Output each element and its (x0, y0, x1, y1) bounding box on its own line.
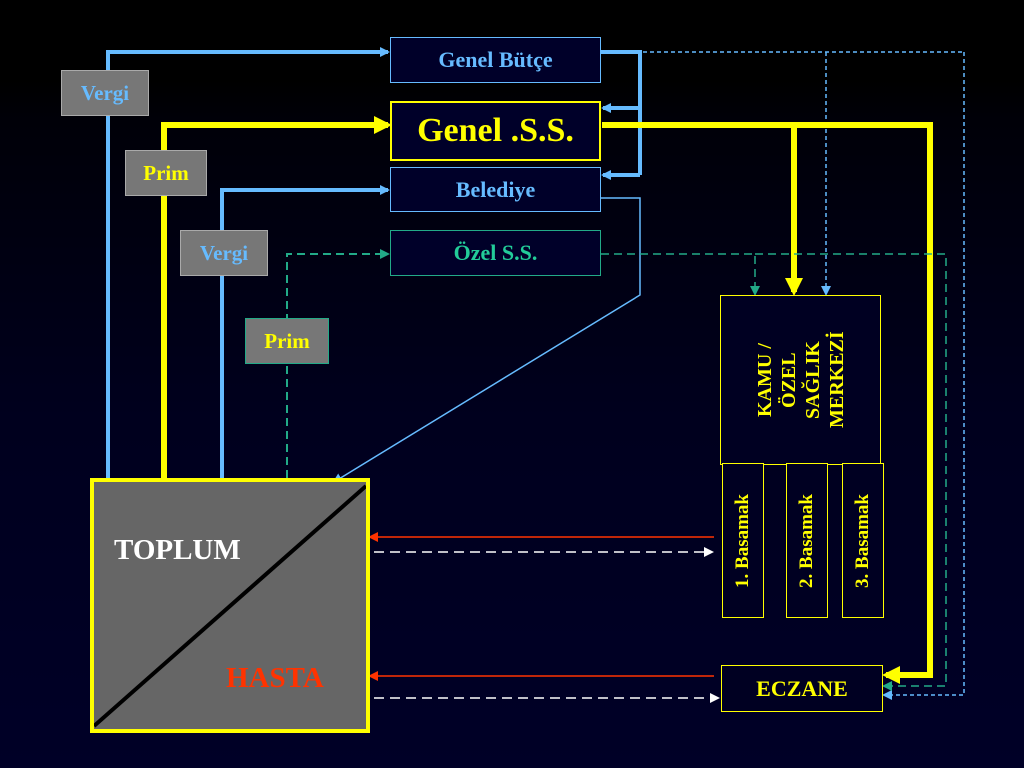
prim-tag-1-label: Prim (143, 160, 189, 185)
butce-to-eczane-dashed (882, 52, 965, 700)
vergi-to-genel-butce-arrow (106, 47, 390, 478)
genel-butce-label: Genel Bütçe (438, 47, 553, 72)
prim-tag-2: Prim (245, 318, 329, 364)
merkez-title-line-4: MERKEZİ (825, 331, 848, 429)
basamak-2-box: 2. Basamak (786, 463, 828, 618)
ozel-ss-box: Özel S.S. (390, 230, 601, 276)
ozel-ss-to-eczane-arrow (755, 253, 947, 691)
toplum-hasta-box: TOPLUM HASTA (90, 478, 370, 733)
belediye-box: Belediye (390, 167, 601, 212)
toplum-label: TOPLUM (114, 534, 241, 566)
ozel-ss-to-merkez-arrow (601, 253, 760, 296)
vergi-tag-1-label: Vergi (80, 80, 130, 105)
vergi-tag-2: Vergi (180, 230, 268, 276)
prim-tag-1: Prim (125, 150, 207, 196)
butce-bracket (601, 50, 642, 175)
saglik-merkezi-title: KAMU / ÖZEL SAĞLIK MERKEZİ (753, 305, 849, 455)
eczane-label: ECZANE (756, 675, 848, 701)
belediye-label: Belediye (455, 176, 536, 202)
merkez-title-line-2: ÖZEL (777, 352, 800, 408)
hasta-label: HASTA (226, 662, 324, 694)
basamak-1-box: 1. Basamak (722, 463, 764, 618)
vergi-tag-2-label: Vergi (199, 240, 249, 265)
saglik-merkezi-box: KAMU / ÖZEL SAĞLIK MERKEZİ (720, 295, 881, 465)
ozel-ss-label: Özel S.S. (453, 240, 538, 265)
genel-ss-label: Genel .S.S. (417, 112, 574, 149)
prim-to-ozel-ss-arrow (286, 249, 390, 478)
genel-ss-to-eczane-arrow (602, 122, 933, 684)
prim-to-genel-ss-arrow (161, 116, 392, 478)
genel-ss-box: Genel .S.S. (390, 101, 601, 161)
merkez-title-line-1: KAMU / (753, 343, 776, 417)
basamak-2-label: 2. Basamak (796, 493, 817, 588)
basamak-3-label: 3. Basamak (852, 493, 873, 588)
eczane-box: ECZANE (721, 665, 883, 712)
merkez-title-line-3: SAĞLIK (801, 341, 824, 419)
basamak-1-label: 1. Basamak (732, 493, 753, 588)
toplum-hasta-divider (94, 484, 366, 728)
vergi-to-belediye-arrow (220, 185, 390, 478)
belediye-to-toplum-arrow (332, 197, 641, 484)
basamak-3-box: 3. Basamak (842, 463, 884, 618)
prim-tag-2-label: Prim (264, 328, 310, 353)
genel-butce-box: Genel Bütçe (390, 37, 601, 83)
vergi-tag-1: Vergi (61, 70, 149, 116)
